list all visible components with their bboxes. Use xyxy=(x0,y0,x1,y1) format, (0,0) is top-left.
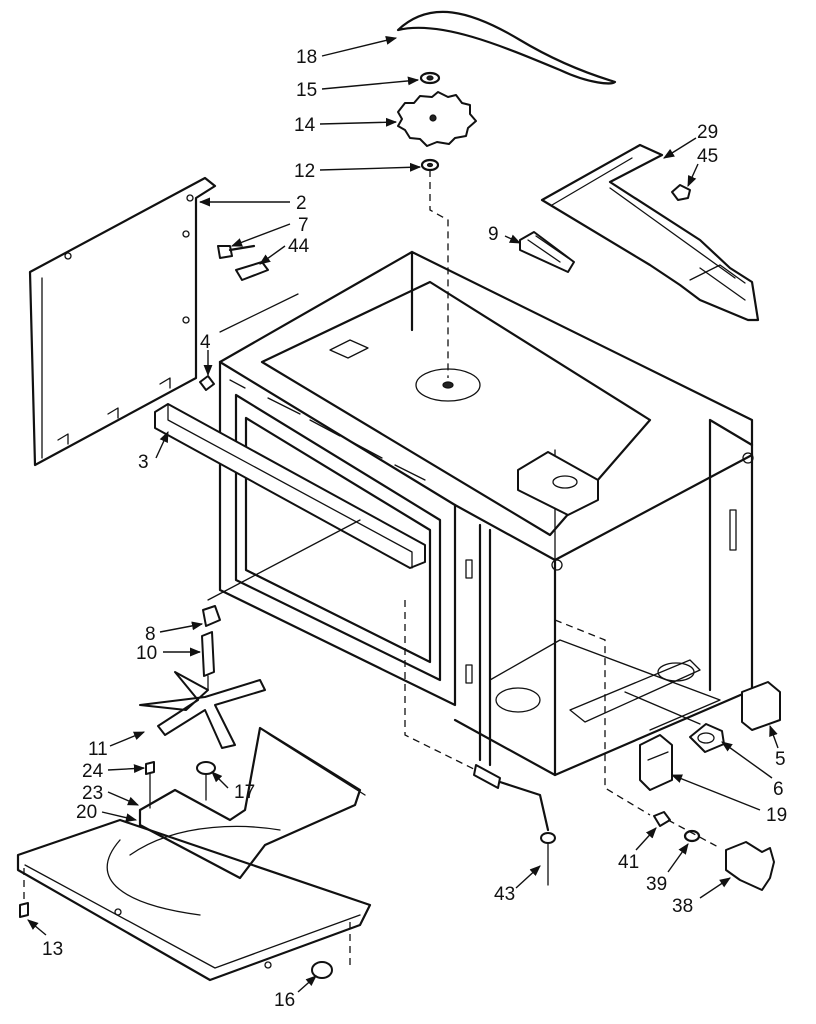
leader-lines xyxy=(27,36,779,993)
callout-43: 43 xyxy=(494,884,515,905)
terminal-centerline xyxy=(667,819,721,849)
callout-3: 3 xyxy=(138,452,149,473)
shaft-centerline xyxy=(429,170,449,378)
callout-7: 7 xyxy=(298,215,309,236)
part-screw-24 xyxy=(145,761,155,809)
callout-11: 11 xyxy=(88,739,108,760)
part-screw-45 xyxy=(671,184,691,201)
ground-lead xyxy=(554,619,651,816)
callout-24: 24 xyxy=(82,761,104,782)
part-belt xyxy=(396,10,617,85)
part-nut-41 xyxy=(653,811,671,827)
part-screw-4 xyxy=(199,375,215,391)
callout-18: 18 xyxy=(296,47,317,68)
part-relay-19 xyxy=(639,734,673,791)
callout-10: 10 xyxy=(136,643,157,664)
callout-labels: 18 15 14 12 29 45 9 2 7 44 4 3 8 10 11 2… xyxy=(42,47,787,1011)
callout-29: 29 xyxy=(697,122,718,143)
part-washer-top xyxy=(419,71,441,85)
part-foot-16 xyxy=(311,961,333,979)
part-side-panel xyxy=(28,176,217,467)
thermostat-lead xyxy=(624,691,701,725)
callout-19: 19 xyxy=(766,805,787,826)
part-block xyxy=(519,231,575,273)
callout-6: 6 xyxy=(773,779,784,800)
callout-9: 9 xyxy=(488,224,499,245)
callout-23: 23 xyxy=(82,783,103,804)
part-screw-13 xyxy=(19,902,29,918)
callout-14: 14 xyxy=(294,115,316,136)
part-base-plate xyxy=(16,818,372,982)
part-fan-assembly xyxy=(139,605,266,749)
panel-alignment-line xyxy=(219,293,299,333)
callout-44: 44 xyxy=(288,236,310,257)
callout-5: 5 xyxy=(775,749,786,770)
part-pulley-gear xyxy=(397,91,477,147)
part-cord-43 xyxy=(404,600,556,886)
callout-20: 20 xyxy=(76,802,97,823)
callout-8: 8 xyxy=(145,624,156,645)
callout-16: 16 xyxy=(274,990,295,1011)
callout-15: 15 xyxy=(296,80,317,101)
part-bracket xyxy=(540,143,760,322)
part-switch-5 xyxy=(741,681,781,731)
callout-41: 41 xyxy=(618,852,639,873)
callout-13: 13 xyxy=(42,939,63,960)
part-thermostat-6 xyxy=(689,723,725,753)
part-terminal-block-38 xyxy=(725,841,775,891)
callout-17: 17 xyxy=(234,782,255,803)
fan-shaft-line xyxy=(207,519,361,601)
callout-38: 38 xyxy=(672,896,693,917)
part-screw-7 xyxy=(217,244,256,259)
part-hub-17 xyxy=(196,761,216,801)
part-clip-44 xyxy=(235,261,269,281)
part-fan-shroud xyxy=(129,726,366,880)
oven-cavity-assembly xyxy=(218,250,754,777)
callout-12: 12 xyxy=(294,161,315,182)
callout-45: 45 xyxy=(697,146,718,167)
part-front-strip xyxy=(154,403,426,569)
callout-39: 39 xyxy=(646,874,667,895)
callout-2: 2 xyxy=(296,193,307,214)
callout-4: 4 xyxy=(200,332,211,353)
part-washer-39 xyxy=(683,829,701,843)
part-nut-12 xyxy=(420,158,440,172)
